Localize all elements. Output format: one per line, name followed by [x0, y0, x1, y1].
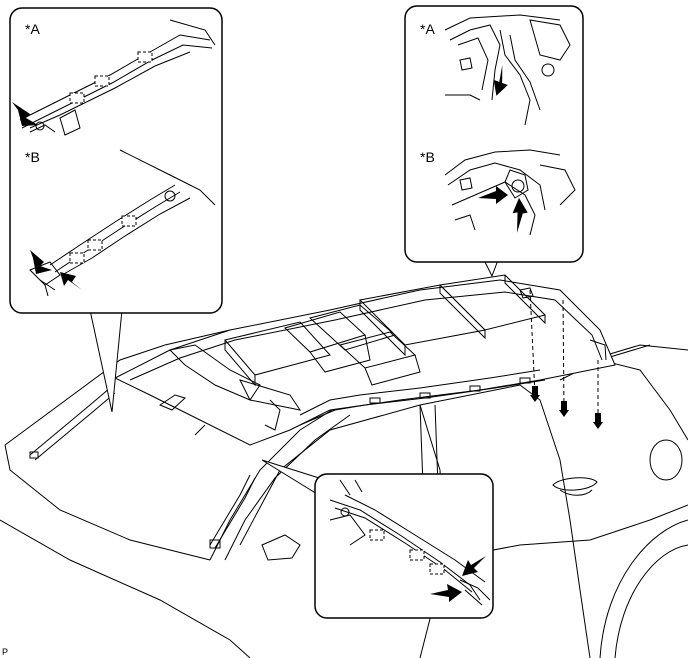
- curtain-shield-airbag: [29, 387, 256, 549]
- clips: [530, 386, 603, 429]
- detail-panel-bottom-right: [314, 473, 494, 619]
- panel-top-right-label-a: *A: [420, 21, 435, 37]
- panel-top-left-label-a: *A: [25, 21, 40, 37]
- detail-panel-top-left: *A *B: [9, 7, 223, 314]
- figure-code: P: [2, 647, 8, 657]
- roof-headliner: [113, 274, 616, 446]
- clip-guide-lines: [529, 289, 599, 422]
- panel-top-right-label-b: *B: [420, 149, 435, 165]
- detail-panel-top-right: *A *B: [404, 5, 584, 263]
- panel-top-left-label-b: *B: [25, 149, 40, 165]
